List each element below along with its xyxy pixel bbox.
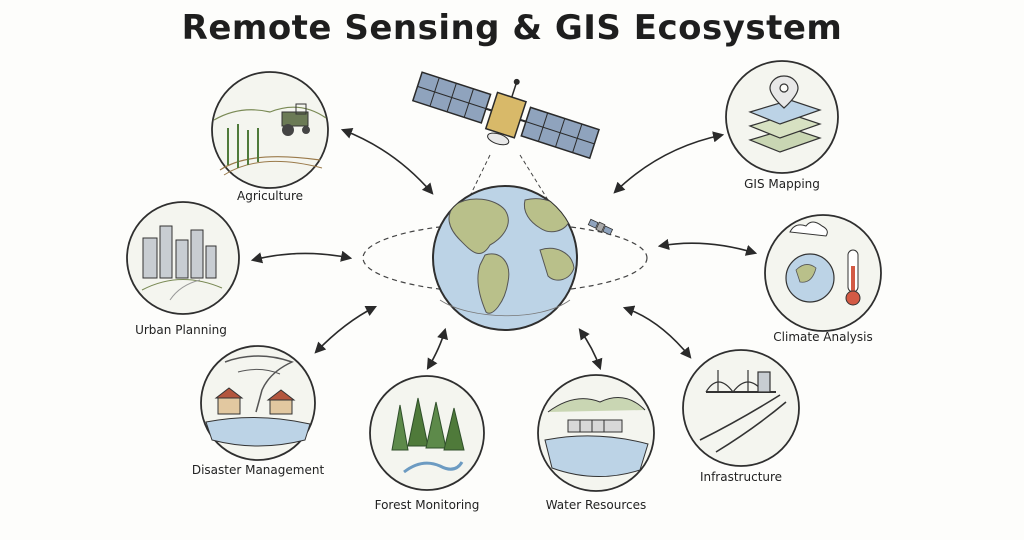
- page-title: Remote Sensing & GIS Ecosystem: [181, 8, 843, 48]
- node-climate-analysis: [764, 214, 882, 332]
- node-water-resources: [537, 374, 655, 492]
- river-dam-icon: [544, 397, 649, 477]
- farm-tractor-icon: [213, 103, 327, 176]
- arrow-climate-analysis: [657, 238, 758, 256]
- arrow-gis-mapping: [613, 131, 725, 194]
- node-urban-planning: [126, 201, 240, 315]
- satellite-beam: [467, 154, 549, 201]
- node-infrastructure: [682, 349, 800, 467]
- node-label-urban-planning: Urban Planning: [135, 323, 227, 337]
- layered-map-pin-icon: [748, 75, 822, 153]
- arrow-infrastructure: [622, 305, 692, 359]
- connector-arrows: [250, 127, 758, 371]
- node-label-infrastructure: Infrastructure: [699, 470, 783, 484]
- node-agriculture: [211, 71, 329, 189]
- node-label-gis-mapping: GIS Mapping: [744, 177, 820, 191]
- node-label-agriculture: Agriculture: [237, 189, 303, 203]
- node-label-forest-monitoring: Forest Monitoring: [374, 498, 480, 512]
- node-disaster-management: [200, 345, 316, 461]
- earth-globe-icon: [432, 185, 578, 331]
- arrow-disaster-management: [314, 305, 378, 354]
- node-label-disaster-management: Disaster Management: [191, 463, 325, 477]
- node-label-water-resources: Water Resources: [545, 498, 647, 512]
- arrow-agriculture: [340, 127, 434, 195]
- arrow-urban-planning: [250, 250, 353, 264]
- node-gis-mapping: [725, 60, 839, 174]
- bridge-highway-icon: [699, 370, 787, 453]
- small-satellite-icon: [587, 218, 614, 236]
- node-label-climate-analysis: Climate Analysis: [773, 330, 873, 344]
- forest-trees-icon: [391, 397, 465, 474]
- node-forest-monitoring: [369, 375, 485, 491]
- city-skyline-icon: [141, 225, 223, 301]
- satellite-icon: [411, 71, 600, 160]
- tornado-flood-icon: [205, 355, 311, 447]
- globe-thermometer-icon: [785, 221, 861, 306]
- arrow-water-resources: [578, 328, 603, 371]
- arrow-forest-monitoring: [426, 327, 448, 370]
- orbit-ring: [362, 222, 648, 294]
